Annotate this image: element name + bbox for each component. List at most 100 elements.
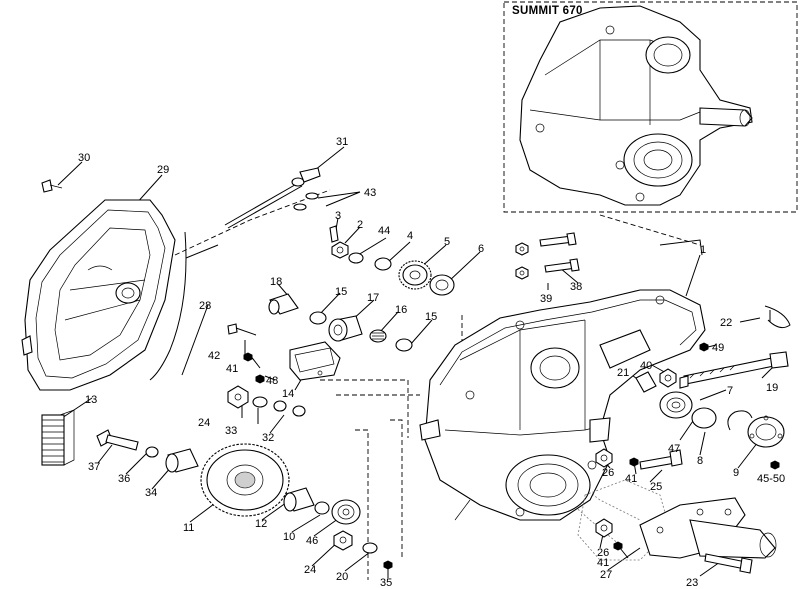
washer-4 (374, 257, 392, 271)
o-ring-43b (293, 203, 307, 211)
screw-30 (41, 179, 63, 193)
callout-10: 10 (283, 531, 295, 543)
cotter-pin-3 (329, 225, 339, 243)
circlip-8 (727, 410, 753, 431)
callout-43: 43 (364, 187, 376, 199)
nut-35 (383, 560, 393, 570)
bearing-46 (331, 499, 361, 525)
callout-44: 44 (378, 225, 390, 237)
callout-18: 18 (270, 276, 282, 288)
washer-20 (362, 542, 378, 554)
bearing-6 (429, 274, 455, 296)
nut-24b (333, 530, 353, 551)
washer-10 (314, 501, 330, 515)
callout-5: 5 (444, 236, 450, 248)
tensioner-arm-14 (289, 341, 341, 381)
callout-39: 39 (540, 293, 552, 305)
callout-9: 9 (733, 467, 739, 479)
cap-9 (747, 415, 785, 448)
callout-29: 29 (157, 164, 169, 176)
nuts-39 (515, 242, 529, 280)
callout-49: 49 (712, 342, 724, 354)
adjuster-rod-31 (224, 167, 321, 229)
callout-33: 33 (225, 425, 237, 437)
callout-41b: 41 (625, 473, 637, 485)
dowel-21 (635, 371, 657, 393)
nut-40 (659, 368, 677, 388)
callout-3: 3 (335, 210, 341, 222)
chaincase-housing-1 (419, 289, 706, 521)
callout-28: 28 (199, 300, 211, 312)
assembly-lines (174, 189, 701, 580)
callout-34: 34 (145, 487, 157, 499)
gasket-dotted (577, 479, 671, 561)
washer-44 (348, 252, 364, 264)
callout-23: 23 (686, 577, 698, 589)
callout-16: 16 (395, 304, 407, 316)
spacer-12 (283, 487, 315, 512)
callout-47: 47 (668, 443, 680, 455)
callout-15b: 15 (425, 311, 437, 323)
callout-11: 11 (183, 522, 194, 534)
callout-6: 6 (478, 243, 484, 255)
callout-21: 21 (617, 367, 629, 379)
callout-8: 8 (697, 455, 703, 467)
nut-48 (255, 374, 265, 384)
washer-15a (309, 311, 327, 325)
callout-12: 12 (255, 518, 267, 530)
bolt-25 (639, 449, 683, 470)
callout-24a: 24 (198, 417, 210, 429)
callout-20: 20 (336, 571, 348, 583)
bearing-7 (659, 391, 693, 419)
callout-41a: 41 (226, 363, 238, 375)
gasket-28 (149, 231, 187, 381)
sprocket-5 (398, 260, 432, 290)
bolt-42 (227, 323, 257, 336)
o-ring-43a (305, 192, 319, 200)
sleeve-18 (268, 293, 299, 315)
washer-32b (292, 405, 306, 417)
callout-48: 48 (266, 375, 278, 387)
callout-13: 13 (85, 394, 97, 406)
callout-45-50: 45-50 (757, 473, 785, 485)
callout-36: 36 (118, 473, 130, 485)
callout-2: 2 (357, 219, 363, 231)
nut-41a (243, 352, 253, 362)
callout-24b: 24 (304, 564, 316, 576)
washer-36 (145, 446, 159, 458)
bolts-38 (539, 232, 580, 273)
callout-19: 19 (766, 382, 778, 394)
callout-42: 42 (208, 350, 220, 362)
gear-11 (200, 443, 290, 517)
callout-17: 17 (367, 292, 379, 304)
summit-670-inset: SUMMIT 670 (503, 1, 798, 213)
chaincase-cover (21, 199, 176, 391)
callout-38: 38 (570, 281, 582, 293)
callout-40: 40 (640, 360, 652, 372)
callout-41c: 41 (597, 557, 609, 569)
nut-41c (613, 541, 623, 551)
needle-bearing-16 (369, 329, 387, 343)
inset-title: SUMMIT 670 (512, 5, 583, 17)
nut-26b (595, 518, 613, 538)
bolt-23 (704, 553, 753, 574)
callout-37: 37 (88, 461, 100, 473)
seal-47 (691, 407, 717, 429)
callout-30: 30 (78, 152, 90, 164)
bolt-37 (96, 429, 139, 451)
washer-15b (395, 338, 413, 352)
callout-26b: 26 (597, 547, 609, 559)
nut-49 (699, 342, 709, 352)
nut-45-50 (770, 460, 780, 470)
callout-31: 31 (336, 136, 348, 148)
nut-24a (227, 385, 249, 409)
nut-2 (331, 241, 349, 259)
nut-41b (629, 457, 639, 467)
callout-4: 4 (407, 230, 413, 242)
callout-1: 1 (700, 244, 706, 256)
cover-plate-27 (639, 497, 777, 559)
callout-7: 7 (727, 385, 733, 397)
callout-32: 32 (262, 432, 274, 444)
callout-22: 22 (720, 317, 732, 329)
washer-33 (252, 396, 268, 408)
